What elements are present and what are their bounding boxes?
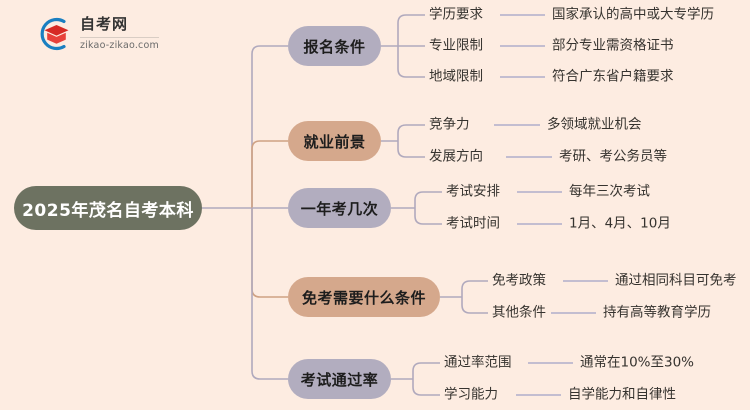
branch-4-child-0-elbow xyxy=(412,362,440,372)
branch-3-child-1-elbow xyxy=(461,304,488,314)
leaf-key: 考试安排 xyxy=(446,183,500,200)
site-logo: 自考网 zikao-zikao.com xyxy=(33,14,159,54)
branch-0-child-0-elbow xyxy=(397,14,425,24)
branch-node-miankaotiaojian[interactable]: 免考需要什么条件 xyxy=(288,277,440,317)
leaf-value: 每年三次考试 xyxy=(569,183,650,200)
graduation-cap-icon xyxy=(44,25,69,44)
branch-label: 考试通过率 xyxy=(300,370,379,389)
branch-node-jiuyeqianjing[interactable]: 就业前景 xyxy=(288,121,381,161)
branch-2-child-0-elbow xyxy=(414,191,442,201)
leaf-dashes xyxy=(494,13,608,397)
leaf-value: 通常在10%至30% xyxy=(580,354,695,371)
leaf-value: 自学能力和自律性 xyxy=(568,386,676,403)
leaf-value: 考研、考公务员等 xyxy=(559,148,667,165)
branch-label: 一年考几次 xyxy=(300,199,379,218)
branch-label: 免考需要什么条件 xyxy=(301,288,426,307)
leaf-key: 学历要求 xyxy=(429,6,483,23)
logo-text: 自考网 zikao-zikao.com xyxy=(80,17,159,51)
branch-1-child-0-elbow xyxy=(397,124,425,134)
leaf-key: 其他条件 xyxy=(492,304,546,321)
branch-node-kaoshitongguolv[interactable]: 考试通过率 xyxy=(288,359,391,399)
branch-2-child-1-elbow xyxy=(414,215,442,225)
leaf-key: 竞争力 xyxy=(429,116,470,133)
leaf-key: 发展方向 xyxy=(429,148,483,165)
leaf-value: 符合广东省户籍要求 xyxy=(552,68,674,85)
branch-4-child-1-elbow xyxy=(412,386,440,396)
trunk-to-branch-4 xyxy=(251,208,288,380)
branch-node-yiniankaojici[interactable]: 一年考几次 xyxy=(288,188,391,228)
leaf-value: 国家承认的高中或大专学历 xyxy=(552,6,714,23)
root-label: 2025年茂名自考本科 xyxy=(22,200,194,221)
logo-mark xyxy=(33,14,73,54)
leaf-key: 地域限制 xyxy=(429,68,483,85)
trunk-to-branch-1 xyxy=(251,140,288,208)
branch-node-baomingtiaojian[interactable]: 报名条件 xyxy=(288,26,381,66)
logo-name: 自考网 xyxy=(80,15,129,34)
leaf-value: 通过相同科目可免考 xyxy=(615,272,737,289)
branch-label: 就业前景 xyxy=(303,132,366,151)
branch-0-child-2-elbow xyxy=(397,68,425,78)
logo-svg xyxy=(40,17,69,51)
leaf-key: 考试时间 xyxy=(446,215,500,232)
branch-1-child-1-elbow xyxy=(397,148,425,158)
branch-label: 报名条件 xyxy=(303,37,366,56)
leaf-value: 多领域就业机会 xyxy=(547,116,642,133)
leaf-value: 持有高等教育学历 xyxy=(603,304,711,321)
c-arc-icon xyxy=(40,17,66,51)
leaf-key: 专业限制 xyxy=(429,37,483,54)
leaf-key: 学习能力 xyxy=(444,386,498,403)
trunk-to-branch-3 xyxy=(251,208,288,298)
root-node[interactable]: 2025年茂名自考本科 xyxy=(14,186,202,230)
leaf-value: 1月、4月、10月 xyxy=(569,215,671,232)
leaf-key: 免考政策 xyxy=(492,272,546,289)
trunk-to-branch-0 xyxy=(251,45,288,208)
leaf-value: 部分专业需资格证书 xyxy=(552,37,674,54)
logo-url: zikao-zikao.com xyxy=(80,37,159,51)
leaf-key: 通过率范围 xyxy=(444,354,512,371)
branch-3-child-0-elbow xyxy=(461,280,488,290)
